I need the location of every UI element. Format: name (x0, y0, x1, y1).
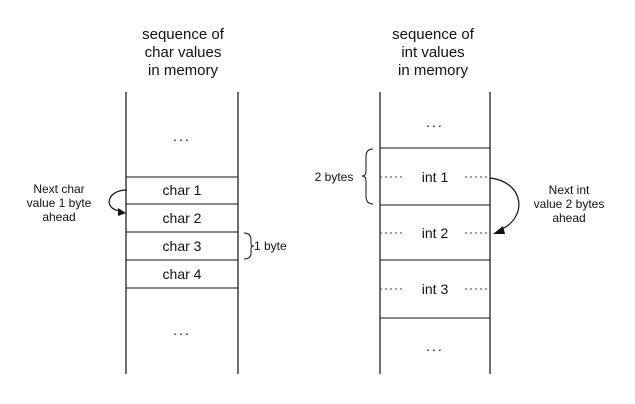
next-char-label: Next char value 1 byte ahead (26, 182, 92, 224)
two-bytes-brace (361, 148, 374, 205)
next-char-arrow (108, 189, 128, 213)
next-int-label: Next int value 2 bytes ahead (533, 183, 605, 225)
char-top-ellipsis: ... (173, 128, 191, 144)
int-column-title: sequence of int values in memory (392, 26, 474, 79)
int-cell-2: int 2 (405, 225, 465, 241)
char-memory-column (125, 92, 239, 374)
char-cell-2: char 2 (162, 210, 202, 226)
char-column-title: sequence of char values in memory (142, 26, 224, 79)
char-bottom-ellipsis: ... (173, 322, 191, 338)
two-bytes-label: 2 bytes (314, 170, 354, 184)
char-cell-1: char 1 (162, 182, 202, 198)
int-cell-1: int 1 (405, 169, 465, 185)
one-byte-brace (243, 232, 255, 260)
int-bottom-ellipsis: ... (426, 338, 444, 354)
int-cell-3: int 3 (405, 281, 465, 297)
char-cell-3: char 3 (162, 238, 202, 254)
int-top-ellipsis: ... (426, 114, 444, 130)
next-int-arrow (489, 177, 520, 231)
char-cell-4: char 4 (162, 266, 202, 282)
one-byte-label: 1 byte (254, 239, 287, 253)
